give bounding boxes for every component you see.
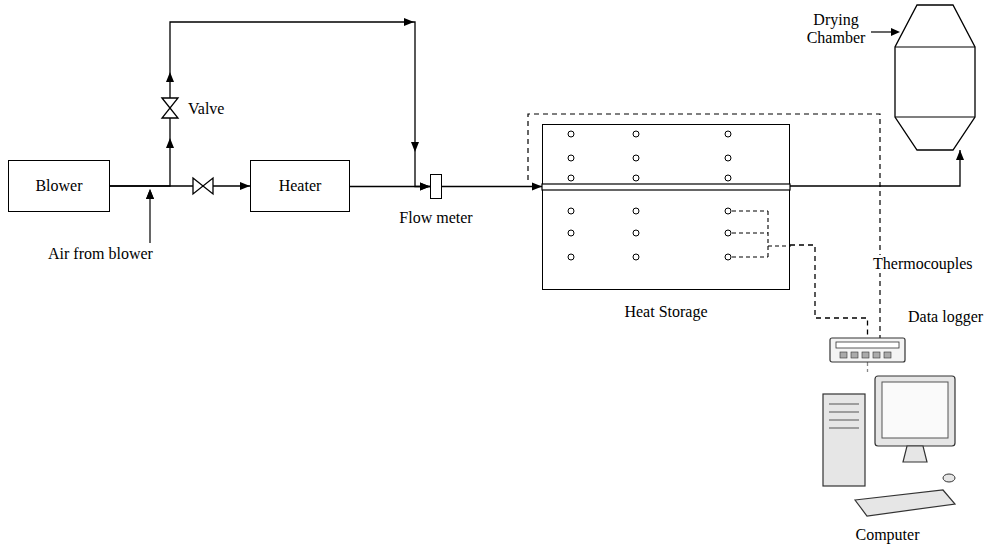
- thermocouple-wire: [767, 211, 768, 257]
- storage-pellet: [568, 254, 574, 260]
- heat-storage: Heat Storage: [542, 124, 790, 290]
- chamber-outline: [895, 5, 975, 150]
- arrow-head: [166, 138, 174, 148]
- node-label: Data logger: [908, 308, 983, 326]
- pc-stand: [903, 446, 927, 462]
- pc-screen: [882, 382, 948, 438]
- pc-keyboard: [855, 490, 955, 516]
- air-duct: [867, 362, 868, 372]
- arrow-head: [404, 18, 414, 26]
- leader-line: [871, 31, 893, 32]
- air-duct: [350, 186, 430, 187]
- arrow-head: [146, 189, 154, 199]
- logger-button: [840, 352, 847, 358]
- storage-pellet: [633, 155, 639, 161]
- inlet-label: Air from blower: [48, 245, 153, 263]
- sensor-wire: [528, 114, 880, 338]
- logger-button: [884, 352, 891, 358]
- chamber-seam: [895, 46, 975, 47]
- logger-button: [873, 352, 880, 358]
- storage-pellet: [725, 254, 731, 260]
- air-duct: [442, 186, 542, 187]
- node-label: Drying Chamber: [804, 11, 868, 48]
- node-label: Flow meter: [399, 209, 472, 227]
- storage-pellet: [725, 175, 731, 181]
- storage-pellet: [633, 254, 639, 260]
- arrow-head: [891, 28, 900, 36]
- valve-symbol: [193, 178, 213, 194]
- storage-pellet: [633, 230, 639, 236]
- heater-box: Heater: [250, 160, 350, 212]
- pc-slot: [829, 404, 859, 405]
- logger-art: [830, 338, 905, 362]
- pc-mouse: [943, 474, 955, 482]
- storage-pellet: [568, 155, 574, 161]
- arrow-head: [411, 142, 419, 152]
- node-label: Heat Storage: [624, 303, 707, 321]
- storage-pellet: [725, 131, 731, 137]
- storage-pellet: [725, 230, 731, 236]
- storage-pellet: [568, 208, 574, 214]
- sensor-label: Thermocouples: [873, 255, 973, 273]
- node-label: Blower: [35, 177, 82, 195]
- pc-slot: [829, 412, 859, 413]
- storage-pellet: [725, 208, 731, 214]
- computer-art: [815, 372, 960, 522]
- chamber-art: [895, 5, 975, 150]
- drying-chamber: Drying Chamber: [895, 5, 975, 150]
- storage-art: [543, 125, 789, 289]
- logger-body: [830, 338, 905, 362]
- storage-pellet: [725, 155, 731, 161]
- thermocouple-wire: [768, 245, 791, 246]
- pc-slot: [829, 420, 859, 421]
- thermocouple-wire: [732, 211, 791, 257]
- valve-symbol: [162, 98, 178, 118]
- thermocouple-wire: [732, 210, 768, 211]
- pc-slot: [829, 428, 859, 429]
- storage-pellet: [568, 131, 574, 137]
- storage-pellet: [633, 131, 639, 137]
- pc-monitor: [875, 376, 955, 446]
- data-logger: Data logger: [830, 338, 905, 362]
- flow-meter: Flow meter: [430, 174, 442, 199]
- chamber-seam: [895, 116, 975, 117]
- node-label: Heater: [279, 177, 322, 195]
- air-duct: [790, 150, 960, 186]
- thermocouple-wire: [732, 256, 768, 257]
- computer-icon: Computer: [815, 372, 960, 522]
- air-pipe: [542, 184, 790, 190]
- storage-pellet: [633, 175, 639, 181]
- storage-pellet: [633, 208, 639, 214]
- thermocouple-wire: [732, 232, 768, 233]
- blower-box: Blower: [8, 160, 110, 212]
- valve-label: Valve: [188, 100, 224, 118]
- logger-display: [836, 342, 899, 348]
- sensor-wire: [528, 114, 880, 338]
- storage-pellet: [568, 175, 574, 181]
- leader-line: [149, 196, 150, 243]
- node-label: Computer: [856, 526, 920, 544]
- logger-button: [851, 352, 858, 358]
- arrow-head: [146, 189, 154, 199]
- logger-button: [862, 352, 869, 358]
- arrow-head: [166, 72, 174, 82]
- storage-pellet: [568, 230, 574, 236]
- pc-tower: [823, 394, 865, 486]
- air-duct: [790, 245, 868, 338]
